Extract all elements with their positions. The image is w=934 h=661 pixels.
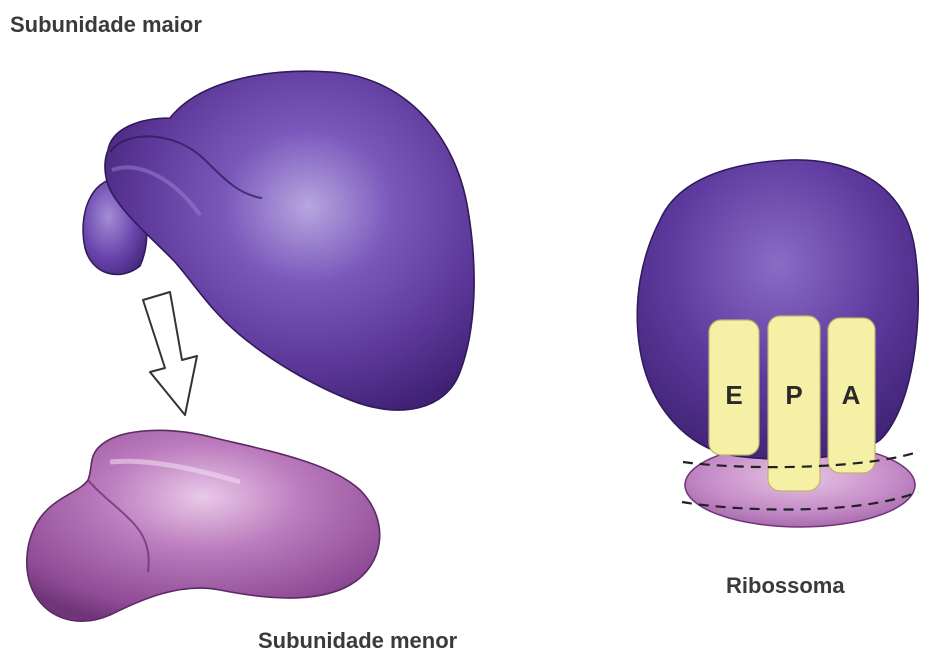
p-site-label: P — [785, 380, 802, 410]
e-site-label: E — [725, 380, 742, 410]
p-site: P — [768, 316, 820, 491]
a-site-label: A — [842, 380, 861, 410]
down-arrow-icon — [143, 292, 197, 415]
a-site: A — [828, 318, 875, 473]
ribosome-label: Ribossoma — [726, 573, 845, 598]
small-subunit-label: Subunidade menor — [258, 628, 458, 653]
small-subunit-shape — [27, 430, 380, 621]
large-subunit-shape — [83, 71, 474, 410]
ribosome-assembled: E P A — [637, 160, 918, 527]
large-subunit-label: Subunidade maior — [10, 12, 202, 37]
e-site: E — [709, 320, 759, 455]
